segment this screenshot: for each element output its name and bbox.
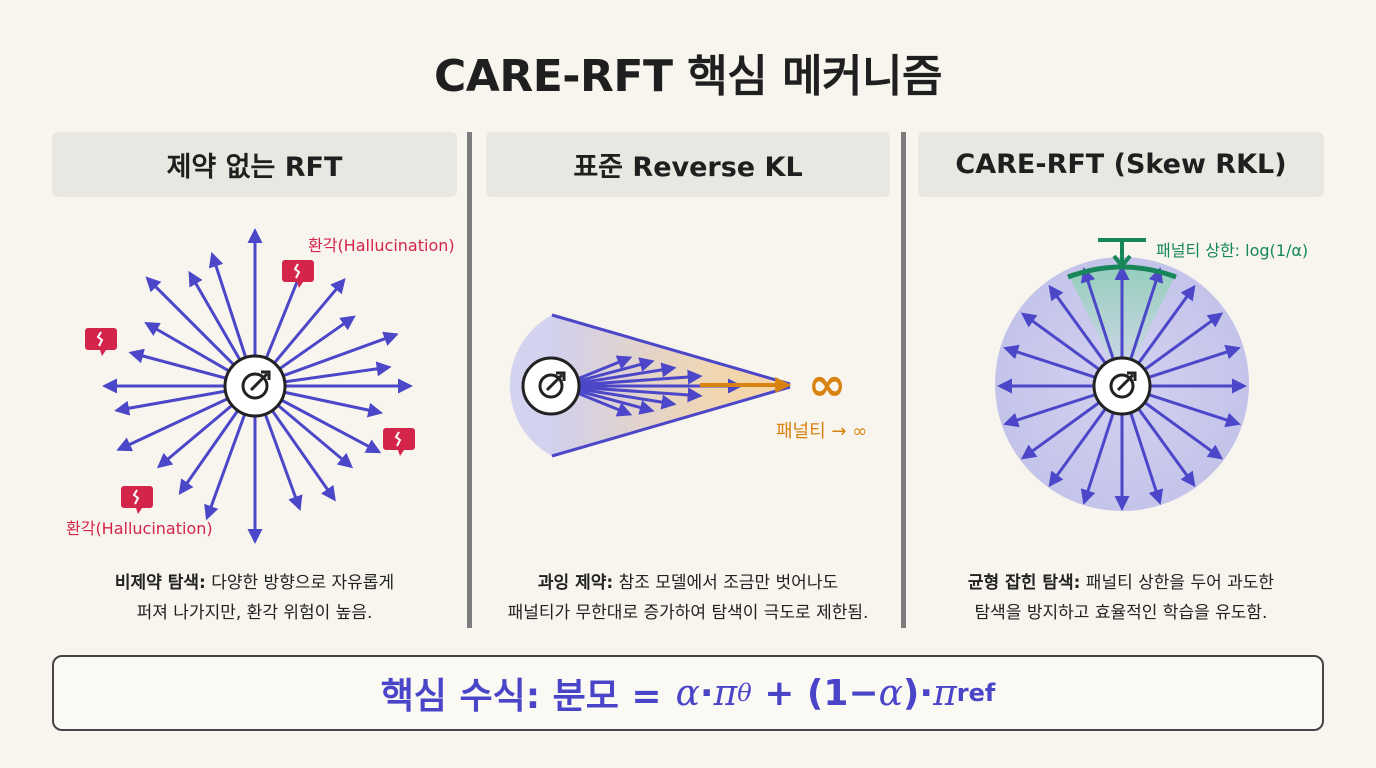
broken-heart-bubble-icon [282, 260, 314, 288]
page-title: CARE-RFT 핵심 메커니즘 [433, 51, 943, 102]
formula-label: 핵심 수식: 분모 = [380, 676, 662, 717]
panel-divider-2 [901, 132, 906, 628]
penalty-bound-label: 패널티 상한: log(1/α) [1156, 241, 1308, 260]
formula-pi-ref: π [933, 672, 957, 714]
caption-standard-rkl-bold: 과잉 제약: [537, 573, 614, 593]
cone-edge-bottom [551, 385, 791, 458]
caption-care-rft-line1: 패널티 상한을 두어 과도한 [1080, 573, 1275, 593]
panel-divider-1 [467, 132, 472, 628]
caption-care-rft-bold: 균형 잡힌 탐색: [967, 573, 1081, 593]
hallucination-label-top: 환각(Hallucination) [308, 236, 455, 255]
formula-pi-theta: π [713, 672, 738, 714]
formula-dot: · [699, 672, 714, 714]
panel-heading-care-rft: CARE-RFT (Skew RKL) [918, 132, 1324, 197]
caption-unconstrained-line2: 퍼져 나가지만, 환각 위험이 높음. [136, 603, 373, 623]
formula-sub-theta: θ [737, 679, 752, 707]
cone-edge-top [551, 313, 791, 386]
caption-unconstrained: 비제약 탐색: 다양한 방향으로 자유롭게 퍼져 나가지만, 환각 위험이 높음… [52, 568, 457, 628]
infinity-icon: ∞ [808, 357, 846, 411]
hallucination-label-bottom: 환각(Hallucination) [66, 519, 213, 538]
upper-bound-icon [1098, 238, 1146, 270]
target-icon [521, 356, 581, 416]
target-icon [223, 354, 287, 418]
caption-standard-rkl: 과잉 제약: 참조 모델에서 조금만 벗어나도 패널티가 무한대로 증가하여 탐… [476, 568, 900, 628]
caption-care-rft-line2: 탐색을 방지하고 효율적인 학습을 유도함. [974, 603, 1268, 623]
formula-sub-ref: ref [956, 679, 996, 707]
formula-close: )· [902, 672, 934, 714]
broken-heart-bubble-icon [85, 328, 117, 356]
caption-care-rft: 균형 잡힌 탐색: 패널티 상한을 두어 과도한 탐색을 방지하고 효율적인 학… [918, 568, 1324, 628]
panel-heading-standard-rkl: 표준 Reverse KL [486, 132, 890, 197]
penalty-infinity-label: 패널티 → ∞ [776, 421, 867, 442]
formula-alpha-2: α [878, 672, 903, 714]
caption-unconstrained-line1: 다양한 방향으로 자유롭게 [205, 573, 395, 593]
caption-standard-rkl-line2: 패널티가 무한대로 증가하여 탐색이 극도로 제한됨. [507, 603, 869, 623]
formula-alpha: α [675, 672, 700, 714]
direction-arrow [559, 384, 703, 403]
panel-heading-unconstrained-rft: 제약 없는 RFT [52, 132, 457, 197]
caption-unconstrained-bold: 비제약 탐색: [114, 573, 206, 593]
direction-arrow [559, 369, 703, 388]
formula-plus: + (1− [751, 672, 879, 714]
broken-heart-bubble-icon [383, 428, 415, 456]
target-icon [1092, 356, 1152, 416]
broken-heart-bubble-icon [121, 486, 153, 514]
caption-standard-rkl-line1: 참조 모델에서 조금만 벗어나도 [613, 573, 839, 593]
